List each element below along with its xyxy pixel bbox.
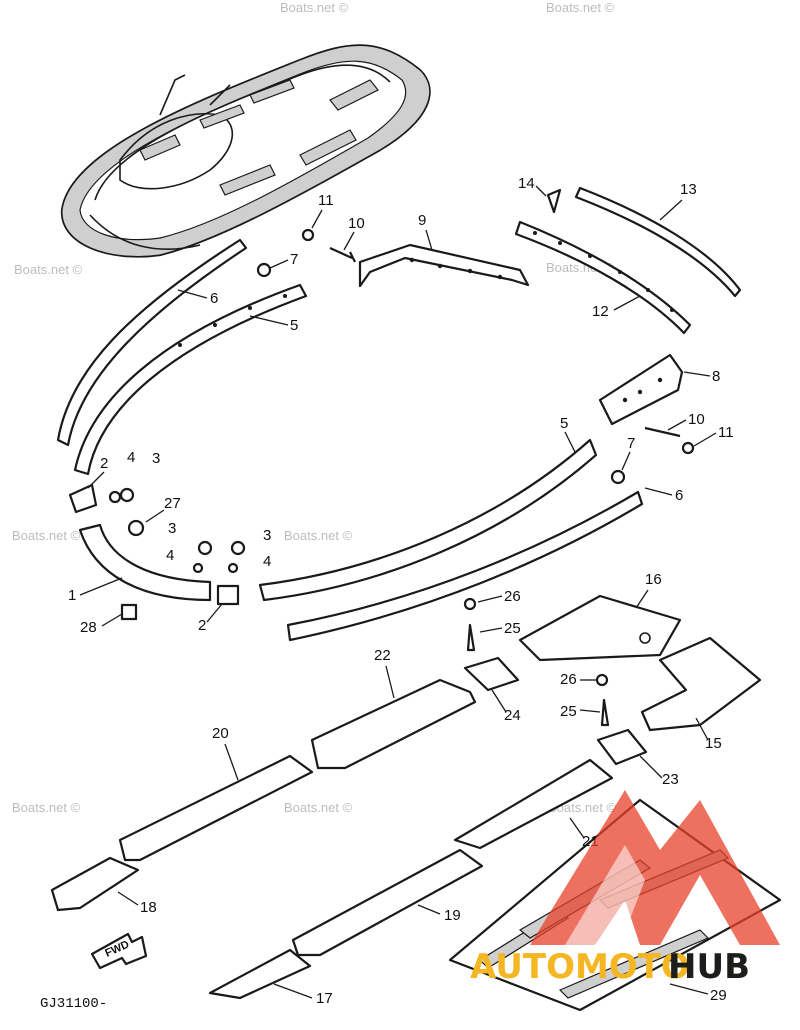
part-18-mat: [50, 856, 140, 912]
callout-14: 14: [518, 175, 535, 192]
part-9-bracket: [358, 243, 530, 288]
callout-7: 7: [627, 435, 635, 452]
figure-code: GJ31100-: [40, 996, 107, 1012]
callout-4: 4: [166, 547, 174, 564]
callout-26: 26: [560, 671, 577, 688]
part-6-right-strip: [286, 490, 644, 642]
callout-18: 18: [140, 899, 157, 916]
callout-28: 28: [80, 619, 97, 636]
part-13-strip: [574, 186, 742, 298]
callout-5: 5: [290, 317, 298, 334]
callout-10: 10: [348, 215, 365, 232]
part-2-cap: [68, 483, 98, 514]
part-23-plate: [596, 728, 648, 766]
part-16-mat: [518, 594, 682, 662]
part-12-strip: [514, 220, 692, 335]
callout-2: 2: [100, 455, 108, 472]
callout-19: 19: [444, 907, 461, 924]
callout-25: 25: [504, 620, 521, 637]
part-24-plate: [463, 656, 520, 692]
callout-9: 9: [418, 212, 426, 229]
part-15-mat: [640, 636, 762, 732]
callout-20: 20: [212, 725, 229, 742]
callout-13: 13: [680, 181, 697, 198]
part-2-cap: [216, 584, 240, 606]
part-19-mat: [291, 848, 484, 957]
callout-5: 5: [560, 415, 568, 432]
callout-7: 7: [290, 251, 298, 268]
part-5-right-strip: [258, 438, 598, 602]
callout-8: 8: [712, 368, 720, 385]
callout-23: 23: [662, 771, 679, 788]
watercraft-overview: [60, 44, 431, 258]
callout-3: 3: [168, 520, 176, 537]
callout-16: 16: [645, 571, 662, 588]
watermark: Boats.net ©: [546, 0, 615, 15]
callout-3: 3: [152, 450, 160, 467]
callout-4: 4: [263, 553, 271, 570]
callouts: 1 2 2 3 3 3 4 4 4 5 5 6 6 7 7 8 9 10 10 …: [68, 175, 734, 1007]
watermark: Boats.net ©: [12, 800, 81, 815]
callout-6: 6: [675, 487, 683, 504]
automotohub-logo: AUTOMOTO HUB: [470, 790, 780, 987]
part-20-mat: [118, 754, 314, 862]
callout-29: 29: [710, 987, 727, 1004]
callout-17: 17: [316, 990, 333, 1007]
callout-3: 3: [263, 527, 271, 544]
watermark: Boats.net ©: [14, 262, 83, 277]
logo-text-automoto: AUTOMOTO: [470, 947, 690, 987]
callout-10: 10: [688, 411, 705, 428]
fasteners: [108, 188, 695, 727]
fwd-arrow-icon: FWD: [90, 932, 148, 970]
part-5-left-strip: [73, 283, 308, 476]
part-22-mat: [310, 678, 477, 770]
watermark: Boats.net ©: [12, 528, 81, 543]
part-17-mat: [208, 948, 312, 1000]
part-8-bracket: [598, 353, 684, 426]
watermark: Boats.net ©: [280, 0, 349, 15]
logo-text-hub: HUB: [668, 947, 750, 987]
watermark: Boats.net ©: [284, 800, 353, 815]
part-6-left-strip: [56, 238, 248, 447]
callout-25: 25: [560, 703, 577, 720]
callout-27: 27: [164, 495, 181, 512]
callout-6: 6: [210, 290, 218, 307]
watermark: Boats.net ©: [284, 528, 353, 543]
callout-1: 1: [68, 587, 76, 604]
callout-15: 15: [705, 735, 722, 752]
callout-22: 22: [374, 647, 391, 664]
callout-12: 12: [592, 303, 609, 320]
callout-11: 11: [718, 424, 734, 441]
callout-26: 26: [504, 588, 521, 605]
part-21-mat: [453, 758, 614, 850]
callout-11: 11: [318, 192, 334, 209]
callout-4: 4: [127, 449, 135, 466]
callout-2: 2: [198, 617, 206, 634]
callout-24: 24: [504, 707, 521, 724]
part-1-corner: [78, 523, 212, 602]
